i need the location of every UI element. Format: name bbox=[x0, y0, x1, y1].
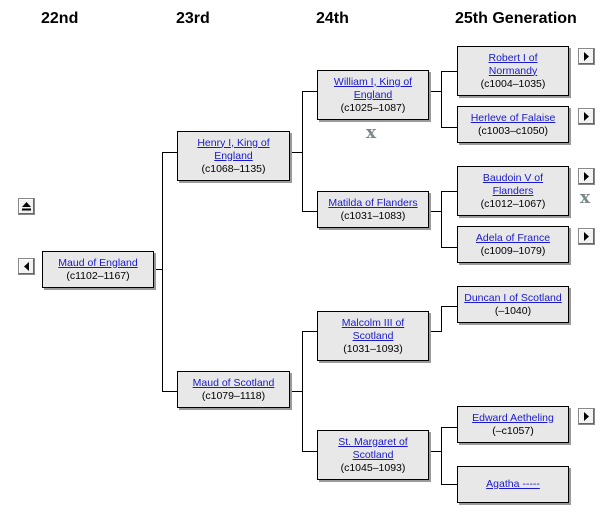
expand-edward-button[interactable] bbox=[578, 408, 595, 425]
person-dates: (c1102–1167) bbox=[66, 269, 130, 282]
connector-line bbox=[290, 391, 302, 392]
person-box-william-i: William I, King of England (c1025–1087) bbox=[317, 70, 429, 120]
person-box-agatha: Agatha ----- bbox=[457, 466, 569, 503]
person-box-duncan-i: Duncan I of Scotland (–1040) bbox=[457, 286, 569, 323]
connector-line bbox=[302, 91, 317, 92]
connector-line bbox=[302, 211, 317, 212]
generation-header-24: 24th bbox=[316, 10, 349, 27]
person-box-adela: Adela of France (c1009–1079) bbox=[457, 226, 569, 263]
connector-line bbox=[441, 427, 457, 428]
connector-line bbox=[154, 269, 162, 270]
arrow-right-icon bbox=[584, 172, 589, 181]
connector-line bbox=[162, 152, 163, 392]
connector-line bbox=[302, 331, 317, 332]
person-link[interactable]: Maud of England bbox=[58, 256, 138, 269]
connector-line bbox=[290, 152, 302, 153]
person-dates: (–c1057) bbox=[492, 424, 534, 437]
eject-up-icon bbox=[22, 202, 31, 211]
generation-header-22: 22nd bbox=[41, 10, 79, 27]
person-box-herleve: Herleve of Falaise (c1003–c1050) bbox=[457, 106, 569, 143]
expand-adela-button[interactable] bbox=[578, 228, 595, 245]
connector-line bbox=[429, 211, 441, 212]
expand-robert-button[interactable] bbox=[578, 48, 595, 65]
connector-line bbox=[302, 331, 303, 452]
person-box-henry-i: Henry I, King of England (c1068–1135) bbox=[177, 131, 290, 181]
person-link[interactable]: Henry I, King of England bbox=[197, 136, 270, 162]
person-box-maud-of-england: Maud of England (c1102–1167) bbox=[42, 251, 154, 288]
person-dates: (1031–1093) bbox=[343, 342, 403, 355]
person-link[interactable]: Malcolm III of Scotland bbox=[341, 316, 405, 342]
person-link[interactable]: Agatha ----- bbox=[486, 478, 540, 490]
person-dates: (c1079–1118) bbox=[201, 389, 266, 402]
person-box-matilda-of-flanders: Matilda of Flanders (c1031–1083) bbox=[317, 191, 429, 228]
person-link[interactable]: Edward Aetheling bbox=[472, 411, 554, 424]
person-dates: (–1040) bbox=[494, 304, 532, 317]
person-link[interactable]: Adela of France bbox=[475, 231, 551, 244]
person-dates: (c1003–c1050) bbox=[477, 124, 549, 137]
navigate-back-button[interactable] bbox=[18, 258, 35, 275]
person-link[interactable]: William I, King of England bbox=[333, 75, 413, 101]
connector-line bbox=[302, 451, 317, 452]
person-dates: (c1045–1093) bbox=[340, 461, 406, 474]
person-box-malcolm-iii: Malcolm III of Scotland (1031–1093) bbox=[317, 311, 429, 361]
person-box-maud-of-scotland: Maud of Scotland (c1079–1118) bbox=[177, 371, 290, 408]
person-link[interactable]: Maud of Scotland bbox=[192, 376, 275, 389]
connector-line bbox=[441, 306, 442, 332]
person-link[interactable]: Robert I of Normandy bbox=[488, 51, 538, 77]
navigate-up-button[interactable] bbox=[18, 198, 35, 215]
person-link[interactable]: Herleve of Falaise bbox=[470, 111, 556, 124]
arrow-right-icon bbox=[584, 52, 589, 61]
connector-line bbox=[441, 191, 457, 192]
connector-line bbox=[441, 191, 442, 248]
arrow-right-icon bbox=[584, 412, 589, 421]
connector-line bbox=[441, 306, 457, 307]
person-dates: (c1012–1067) bbox=[480, 197, 546, 210]
x-mark: x bbox=[366, 123, 377, 143]
connector-line bbox=[441, 247, 457, 248]
person-box-st-margaret: St. Margaret of Scotland (c1045–1093) bbox=[317, 430, 429, 480]
person-dates: (c1004–1035) bbox=[480, 77, 546, 90]
person-dates: (c1009–1079) bbox=[480, 244, 546, 257]
person-box-baudoin-v: Baudoin V of Flanders (c1012–1067) bbox=[457, 166, 569, 216]
connector-line bbox=[441, 127, 457, 128]
person-link[interactable]: Matilda of Flanders bbox=[328, 196, 418, 209]
arrow-right-icon bbox=[584, 112, 589, 121]
expand-herleve-button[interactable] bbox=[578, 108, 595, 125]
person-dates: (c1068–1135) bbox=[201, 162, 266, 175]
connector-line bbox=[429, 451, 441, 452]
person-link[interactable]: Baudoin V of Flanders bbox=[482, 171, 544, 197]
connector-line bbox=[429, 91, 441, 92]
connector-line bbox=[441, 71, 442, 128]
person-dates: (c1025–1087) bbox=[340, 101, 406, 114]
arrow-right-icon bbox=[584, 232, 589, 241]
connector-line bbox=[162, 391, 177, 392]
person-box-robert-i: Robert I of Normandy (c1004–1035) bbox=[457, 46, 569, 96]
connector-line bbox=[441, 71, 457, 72]
generation-header-25: 25th Generation bbox=[455, 10, 577, 27]
person-link[interactable]: Duncan I of Scotland bbox=[464, 291, 562, 304]
expand-baudoin-button[interactable] bbox=[578, 168, 595, 185]
connector-line bbox=[162, 152, 177, 153]
connector-line bbox=[441, 427, 442, 485]
generation-header-23: 23rd bbox=[176, 10, 210, 27]
connector-line bbox=[429, 331, 441, 332]
arrow-left-icon bbox=[24, 262, 29, 271]
x-mark: x bbox=[580, 188, 591, 208]
connector-line bbox=[302, 91, 303, 212]
person-dates: (c1031–1083) bbox=[340, 209, 406, 222]
person-link[interactable]: St. Margaret of Scotland bbox=[338, 435, 408, 461]
connector-line bbox=[441, 484, 457, 485]
person-box-edward-aetheling: Edward Aetheling (–c1057) bbox=[457, 406, 569, 443]
